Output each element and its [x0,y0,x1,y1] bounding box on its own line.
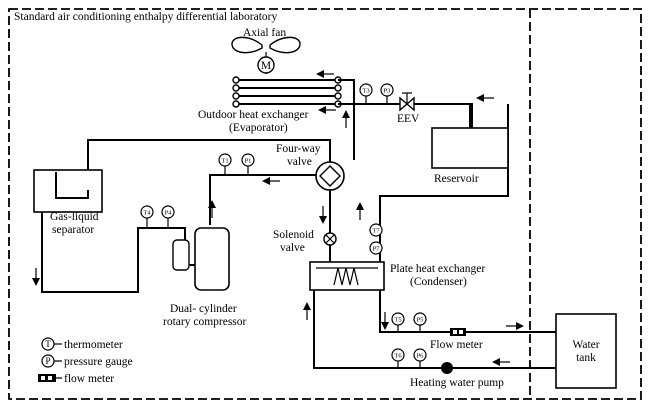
fan-motor-icon [257,56,275,74]
four-way-label-line2: valve [287,156,312,168]
svg-text:P6: P6 [417,353,425,360]
thermometer-icon [391,348,405,362]
solenoid-valve-icon [323,232,337,246]
plate-hx-label-line1: Plate heat exchanger [390,263,485,275]
axial-fan: M [231,36,301,74]
gas-liquid-separator [33,169,103,213]
eev-label: EEV [397,113,420,125]
outdoor-hx-label-line2: (Evaporator) [229,122,288,134]
reservoir [431,127,509,169]
flow-meter-label: Flow meter [430,339,483,351]
thermometer-icon [218,153,232,167]
water-tank-label-line2: tank [576,352,596,364]
outdoor-heat-exchanger [232,76,342,108]
svg-text:T3: T3 [362,88,369,95]
lab-boundary [8,8,642,400]
sensor-t6: T6 [391,348,405,368]
svg-text:T4: T4 [143,210,151,217]
four-way-label-line1: Four-way [276,143,321,155]
svg-text:T6: T6 [394,353,402,360]
pressure-gauge-icon [413,348,427,362]
svg-text:P: P [45,356,50,366]
compressor-label-line1: Dual- cylinder [170,303,237,315]
thermometer-icon [369,223,383,237]
fan-motor-label: M [261,60,271,72]
thermometer-icon [391,312,405,326]
sensor-t1: T1 [218,153,232,175]
legend-flow-meter-icon [38,374,56,382]
svg-text:P7: P7 [373,246,381,253]
eev-icon [399,92,415,112]
pressure-gauge-icon [241,153,255,167]
sensor-t7: T7 [369,223,383,237]
heating-water-pump-icon [441,362,453,374]
flow-meter-icon [450,328,466,336]
sensor-p3: P3 [380,83,394,104]
svg-text:P3: P3 [384,88,391,95]
legend-pressure-gauge-label: pressure gauge [64,356,133,368]
separator-label-line2: separator [52,224,94,236]
pressure-gauge-icon [369,241,383,255]
sensor-p7: P7 [369,241,383,255]
pressure-gauge-icon [161,205,175,219]
legend-flow-meter-label: flow meter [64,373,114,385]
sensor-p5: P5 [413,312,427,332]
plate-heat-exchanger [309,261,385,291]
sensor-t3: T3 [359,83,373,104]
svg-text:T5: T5 [394,317,401,324]
four-way-valve-icon [315,161,345,191]
plate-hx-label-line2: (Condenser) [410,276,467,288]
svg-text:T1: T1 [221,158,228,165]
legend-thermometer-label: thermometer [64,339,123,351]
lab-title: Standard air conditioning enthalpy diffe… [14,11,277,23]
svg-text:P5: P5 [417,317,424,324]
svg-text:T: T [45,339,51,349]
pressure-gauge-icon [380,83,394,97]
sensor-p6: P6 [413,348,427,368]
outdoor-hx-label-line1: Outdoor heat exchanger [198,109,309,121]
reservoir-label: Reservoir [434,173,479,185]
thermometer-icon [140,205,154,219]
water-tank-label-line1: Water [572,339,599,351]
sensor-t5: T5 [391,312,405,332]
svg-text:T7: T7 [372,228,380,235]
svg-text:P1: P1 [245,158,252,165]
pressure-gauge-icon [413,312,427,326]
solenoid-label-line2: valve [280,242,305,254]
svg-text:P4: P4 [165,210,173,217]
heating-pump-label: Heating water pump [410,377,504,389]
sensor-p1: P1 [241,153,255,175]
separator-label-line1: Gas-liquid [50,211,99,223]
thermometer-icon [359,83,373,97]
refrigerant-piping [41,79,563,369]
compressor-label-line2: rotary compressor [163,316,247,328]
sensor-p4: P4 [161,205,175,228]
sensor-t4: T4 [140,205,154,228]
legend: T thermometer P pressure gauge flow mete… [38,337,133,385]
solenoid-label-line1: Solenoid [273,229,314,241]
flow-arrows [32,70,524,366]
dual-cylinder-compressor [172,227,230,291]
water-tank [555,313,617,389]
axial-fan-label: Axial fan [243,27,286,39]
